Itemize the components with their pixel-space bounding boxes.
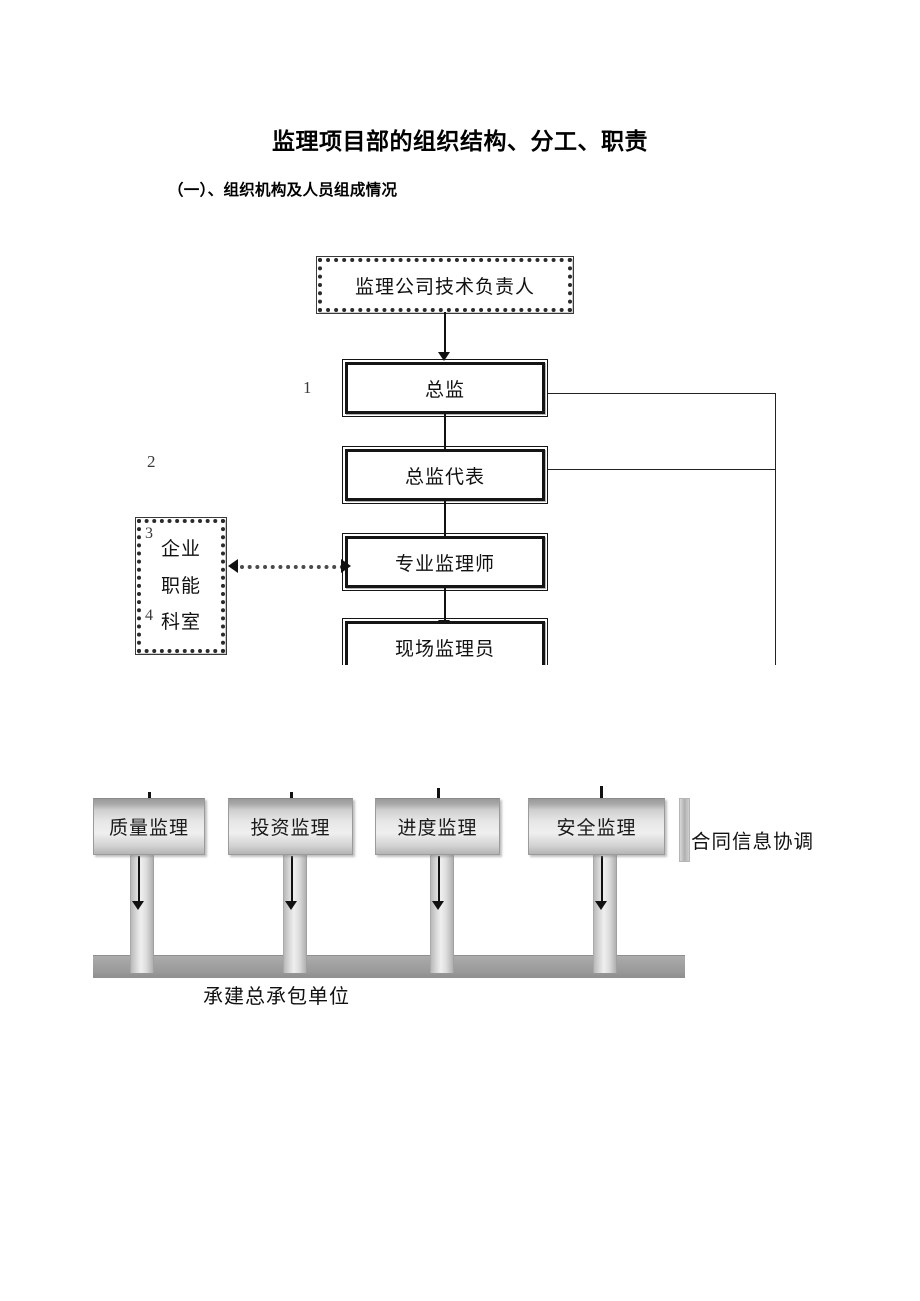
connector-deputy-right xyxy=(548,469,776,470)
arrowhead-icon xyxy=(432,901,444,910)
arrowhead-icon xyxy=(438,352,450,361)
arrowhead-icon xyxy=(595,901,607,910)
connector-techlead-to-chief xyxy=(444,312,446,354)
org-node-chief-deputy-label: 总监代表 xyxy=(404,466,485,488)
pillar-arrow-cost xyxy=(291,856,293,905)
org-node-tech-lead: 监理公司技术负责人 xyxy=(316,256,574,314)
side-bar-coordination xyxy=(679,798,690,862)
org-node-chief-deputy: 总监代表 xyxy=(342,446,548,504)
connector-right-bus xyxy=(775,393,776,665)
pillar-progress xyxy=(430,855,454,973)
connector-chief-to-deputy xyxy=(444,414,446,456)
arrowhead-icon xyxy=(285,901,297,910)
pillar-arrow-safety xyxy=(601,856,603,905)
slab-progress: 进度监理 xyxy=(375,798,500,855)
pillar-cost xyxy=(283,855,307,973)
functional-dept-line-2: 职能 xyxy=(160,575,201,597)
slab-safety: 安全监理 xyxy=(528,798,665,855)
marker-4: 4 xyxy=(145,607,153,624)
connector-chief-right xyxy=(548,393,776,394)
section-subtitle: （一）、组织机构及人员组成情况 xyxy=(168,182,398,199)
coordination-label: 合同信息协调 xyxy=(691,832,815,853)
org-node-chief: 总监 xyxy=(342,359,548,417)
arrowhead-left-icon xyxy=(228,559,238,573)
tip-mark-safety xyxy=(600,786,603,798)
org-chart: 监理公司技术负责人 总监 总监代表 专业监理师 现场监理员 企业 职能 科室 1… xyxy=(0,230,920,665)
pillar-diagram: 质量监理 投资监理 进度监理 安全监理 合同信息协调 承建总承包单位 xyxy=(0,770,920,1020)
arrowhead-right-icon xyxy=(341,559,351,573)
tip-mark-cost xyxy=(290,792,293,799)
connector-specialist-to-site xyxy=(444,588,446,626)
pillar-arrow-quality xyxy=(138,856,140,905)
pillar-quality xyxy=(130,855,154,973)
marker-3: 3 xyxy=(145,525,153,542)
org-node-specialist: 专业监理师 xyxy=(342,533,548,591)
slab-quality-label: 质量监理 xyxy=(108,818,189,839)
connector-deputy-to-specialist xyxy=(444,501,446,543)
page-title: 监理项目部的组织结构、分工、职责 xyxy=(272,128,648,154)
slab-cost-label: 投资监理 xyxy=(250,818,331,839)
arrowhead-icon xyxy=(132,901,144,910)
tip-mark-progress xyxy=(437,788,440,798)
slab-progress-label: 进度监理 xyxy=(397,818,478,839)
tip-mark-quality xyxy=(148,792,151,799)
org-node-chief-label: 总监 xyxy=(424,379,465,401)
ground-bar xyxy=(93,955,685,978)
marker-2: 2 xyxy=(147,452,156,471)
connector-dept-specialist xyxy=(240,565,344,569)
pillar-safety xyxy=(593,855,617,973)
marker-1: 1 xyxy=(303,378,312,397)
slab-cost: 投资监理 xyxy=(228,798,353,855)
org-node-functional-dept: 企业 职能 科室 xyxy=(135,517,227,655)
functional-dept-line-1: 企业 xyxy=(160,539,201,561)
ground-label: 承建总承包单位 xyxy=(203,986,350,1008)
slab-quality: 质量监理 xyxy=(93,798,205,855)
org-node-specialist-label: 专业监理师 xyxy=(394,553,495,575)
slab-safety-label: 安全监理 xyxy=(556,818,637,839)
pillar-arrow-progress xyxy=(438,856,440,905)
org-node-tech-lead-label: 监理公司技术负责人 xyxy=(354,276,535,298)
functional-dept-line-3: 科室 xyxy=(160,611,201,633)
org-node-site-inspector-label: 现场监理员 xyxy=(394,638,495,660)
org-node-site-inspector: 现场监理员 xyxy=(342,618,548,665)
